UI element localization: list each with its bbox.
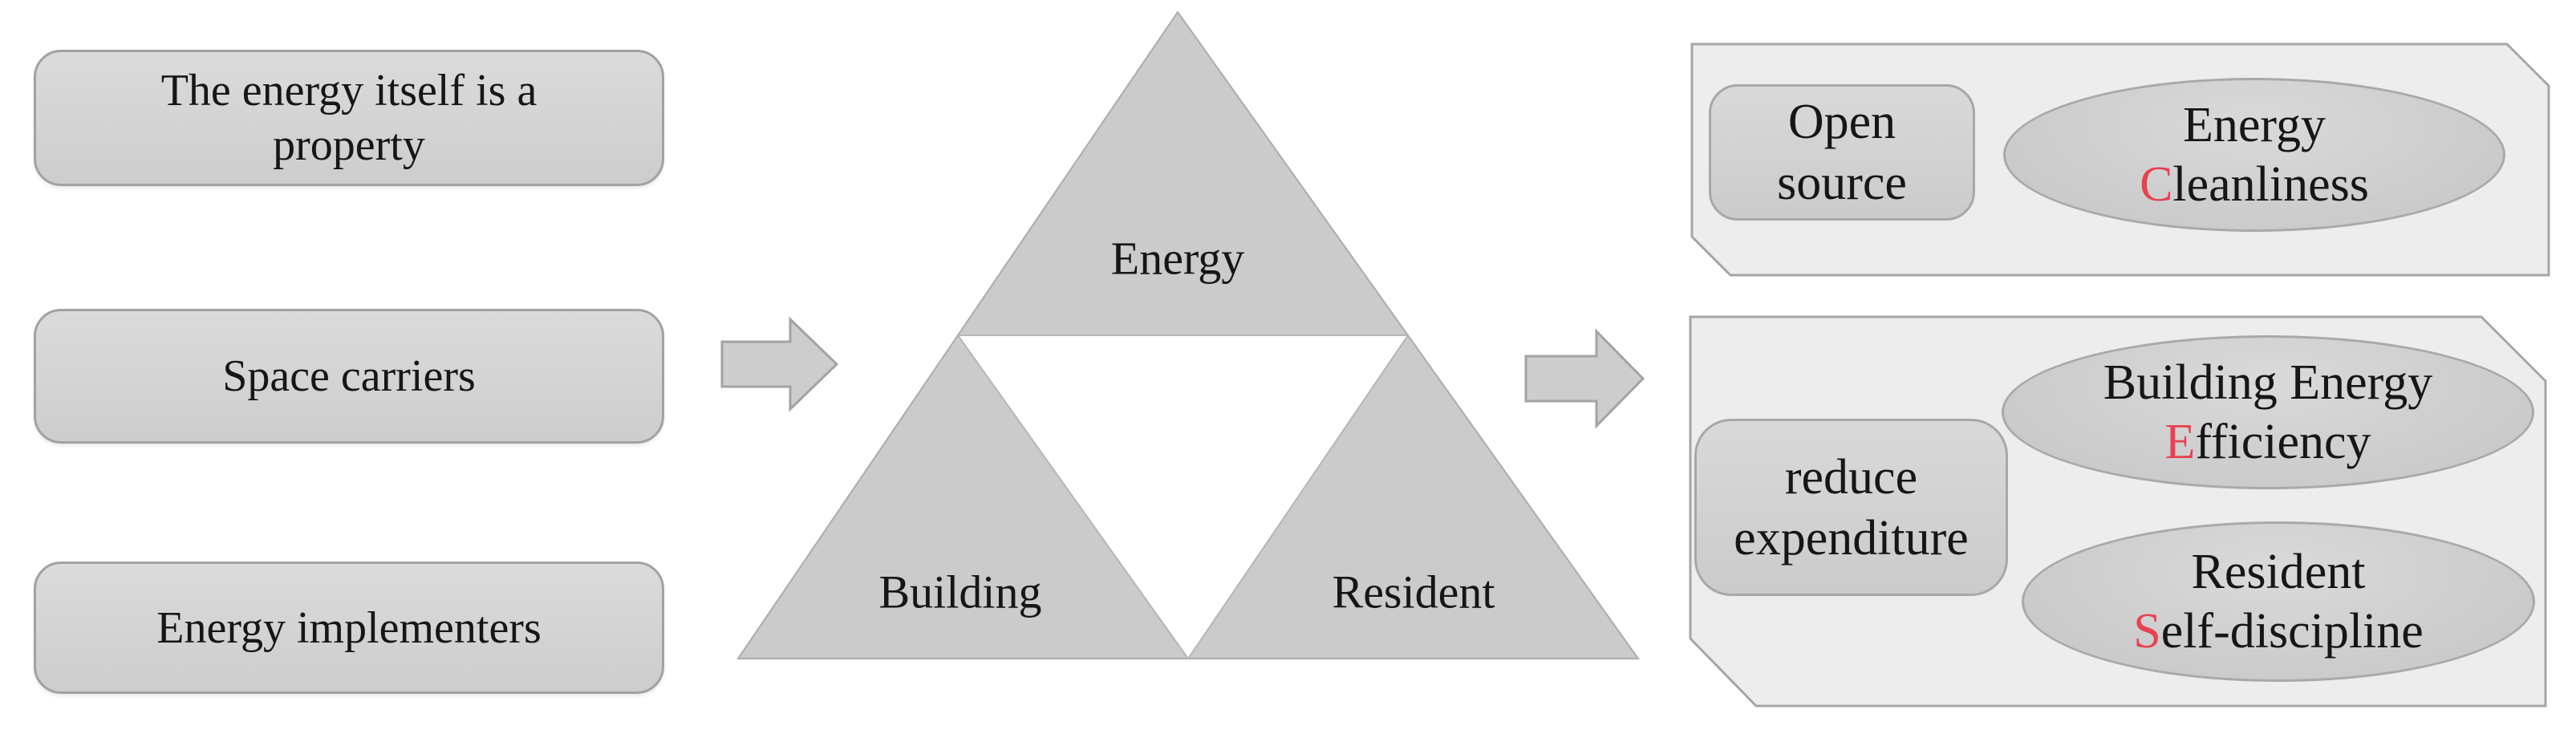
left-box-space-carriers: Space carriers (34, 309, 664, 444)
resident-self-discipline-line2: Self-discipline (2133, 602, 2424, 661)
energy-cleanliness-line2: Cleanliness (2140, 155, 2369, 214)
reduce-expenditure-line1: reduce (1784, 449, 1918, 505)
left-box-space-carriers-label: Space carriers (222, 351, 476, 401)
cleanliness-red-initial: C (2140, 157, 2173, 212)
open-source-line1: Open (1787, 95, 1897, 149)
left-box-energy-property: The energy itself is a property (34, 50, 664, 186)
triangle-label-energy: Energy (1110, 232, 1245, 285)
left-box-energy-implementers: Energy implementers (34, 562, 664, 694)
building-energy-efficiency-ellipse: Building Energy Efficiency (2002, 335, 2534, 489)
left-box-energy-property-label: The energy itself is a property (160, 66, 538, 170)
energy-cleanliness-line1: Energy (2183, 98, 2326, 152)
energy-cleanliness-ellipse: Energy Cleanliness (2003, 78, 2505, 232)
left-right-arrow-icon (720, 316, 839, 412)
reduce-expenditure-line2: expenditure (1734, 510, 1969, 566)
triangle-label-resident: Resident (1332, 566, 1495, 618)
triangle-inner-white (956, 335, 1410, 660)
self-discipline-rest: elf-discipline (2160, 604, 2424, 659)
left-box-energy-implementers-label: Energy implementers (156, 602, 542, 653)
building-energy-efficiency-line2: Efficiency (2164, 412, 2371, 472)
efficiency-red-initial: E (2164, 415, 2196, 469)
cleanliness-rest: leanliness (2172, 157, 2369, 212)
self-discipline-red-initial: S (2133, 604, 2161, 659)
open-source-line2: source (1777, 156, 1907, 210)
reduce-expenditure-box: reduce expenditure (1694, 419, 2008, 596)
resident-self-discipline-ellipse: Resident Self-discipline (2022, 521, 2535, 682)
efficiency-rest: fficiency (2195, 415, 2371, 469)
building-energy-efficiency-line1: Building Energy (2103, 355, 2433, 410)
triangle-label-building: Building (878, 566, 1042, 618)
right-right-arrow-icon (1524, 328, 1645, 429)
resident-self-discipline-line1: Resident (2191, 545, 2366, 599)
open-source-box: Open source (1709, 84, 1975, 221)
